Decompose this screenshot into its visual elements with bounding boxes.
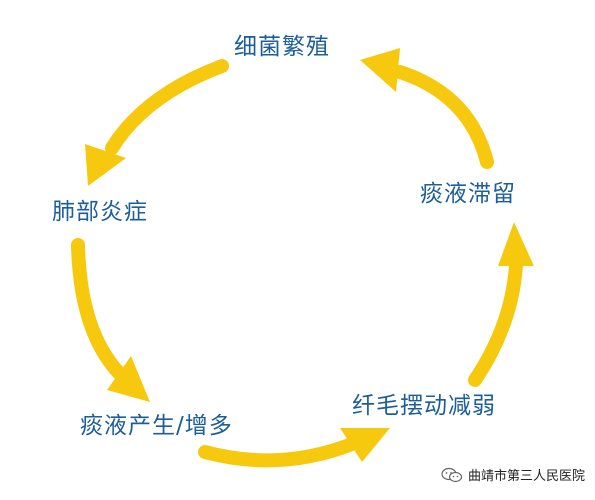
wechat-icon [441,467,463,482]
arrow-top-to-left [105,59,229,155]
arrow-bottomleft-to-bottomright [198,437,359,468]
arrowhead-left-to-bottomleft [107,356,150,402]
watermark-text: 曲靖市第三人民医院 [467,469,585,484]
arrowhead-right-to-top [360,48,400,92]
arrowhead-bottomright-to-right [498,222,534,266]
arrowhead-bottomleft-to-bottomright [340,428,390,462]
node-sputum-increase: 痰液产生/增多 [80,413,233,439]
node-sputum-retention: 痰液滞留 [420,181,516,207]
watermark: 曲靖市第三人民医院 [441,465,585,484]
arrow-right-to-top [393,65,494,169]
node-lung-inflammation: 肺部炎症 [52,199,148,225]
node-bacteria-growth: 细菌繁殖 [234,34,330,60]
arrowhead-top-to-left [85,144,126,186]
node-cilia-weakening: 纤毛摆动减弱 [352,393,496,419]
arrow-left-to-bottomleft [71,238,125,379]
arrow-bottomright-to-right [468,258,523,387]
